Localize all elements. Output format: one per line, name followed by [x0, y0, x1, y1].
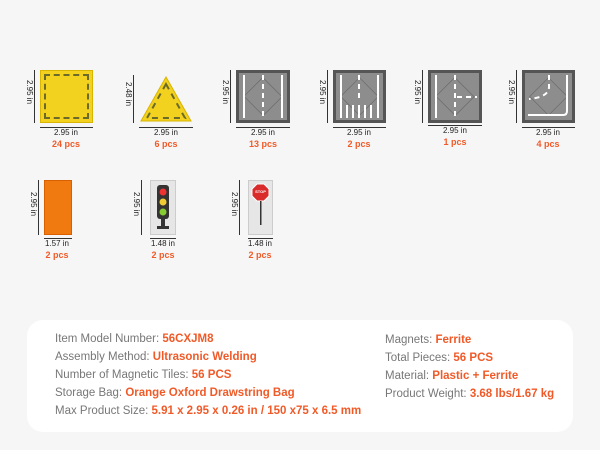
width-label: 2.95 in — [250, 128, 276, 137]
height-label: 2.95 in — [221, 80, 230, 105]
height-label: 2.95 in — [413, 80, 422, 105]
spec-magnetic-tiles: Number of Magnetic Tiles: 56 PCS — [55, 369, 232, 381]
stop-sign-tile-image: STOP — [248, 180, 273, 235]
width-label: 1.48 in — [247, 239, 273, 248]
spec-storage-bag: Storage Bag: Orange Oxford Drawstring Ba… — [55, 387, 295, 399]
width-label: 2.95 in — [153, 128, 179, 137]
pcs-count: 1 pcs — [443, 137, 467, 147]
width-label: 1.48 in — [150, 239, 176, 248]
pcs-count: 6 pcs — [154, 139, 178, 149]
pcs-count: 13 pcs — [248, 139, 278, 149]
height-label: 2.95 in — [29, 192, 38, 217]
spec-model-number: Item Model Number: 56CXJM8 — [55, 333, 214, 345]
road-straight-tile-image — [236, 70, 290, 123]
spec-total-pieces: Total Pieces: 56 PCS — [385, 352, 494, 364]
spec-max-size: Max Product Size: 5.91 x 2.95 x 0.26 in … — [55, 405, 362, 417]
width-label: 2.95 in — [535, 128, 561, 137]
height-label: 2.48 in — [124, 82, 133, 107]
width-label: 2.95 in — [53, 128, 79, 137]
height-label: 2.95 in — [25, 80, 34, 105]
road-crosswalk-tile-image — [333, 70, 386, 123]
pcs-count: 2 pcs — [45, 250, 69, 260]
height-label: 2.95 in — [507, 80, 516, 105]
width-label: 1.57 in — [44, 239, 70, 248]
specs-card: Item Model Number: 56CXJM8 Assembly Meth… — [27, 320, 573, 432]
height-label: 2.95 in — [132, 192, 141, 217]
pcs-count: 24 pcs — [51, 139, 81, 149]
spec-assembly-method: Assembly Method: Ultrasonic Welding — [55, 351, 257, 363]
width-label: 2.95 in — [442, 126, 468, 135]
pcs-count: 4 pcs — [536, 139, 560, 149]
spec-material: Material: Plastic + Ferrite — [385, 370, 519, 382]
width-label: 2.95 in — [346, 128, 372, 137]
spec-magnets: Magnets: Ferrite — [385, 334, 472, 346]
road-curve-tile-image — [522, 70, 575, 123]
traffic-light-tile-image — [150, 180, 176, 235]
orange-rectangle-tile-image — [44, 180, 72, 235]
pcs-count: 2 pcs — [347, 139, 371, 149]
stop-sign-text: STOP — [255, 189, 266, 194]
spec-weight: Product Weight: 3.68 lbs/1.67 kg — [385, 388, 555, 400]
height-label: 2.95 in — [230, 192, 239, 217]
height-label: 2.95 in — [318, 80, 327, 105]
yellow-square-tile-image — [40, 70, 93, 123]
road-t-junction-tile-image — [428, 70, 482, 123]
pcs-count: 2 pcs — [151, 250, 175, 260]
pcs-count: 2 pcs — [248, 250, 272, 260]
yellow-triangle-tile-image — [140, 75, 192, 122]
